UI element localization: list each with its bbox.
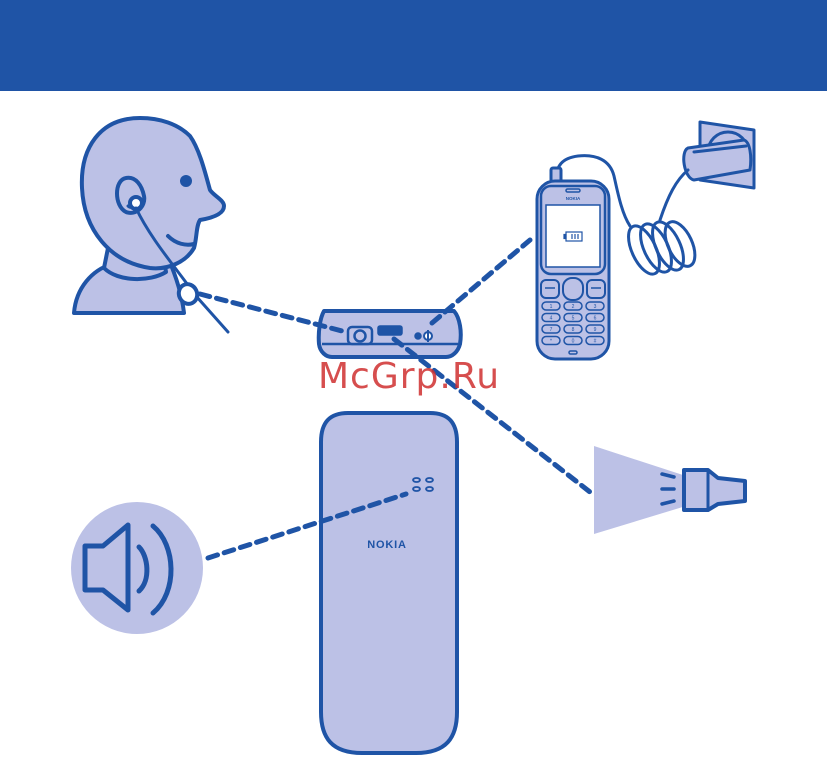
keypad-key-label: 2 (572, 304, 575, 310)
keypad-key-label: 8 (572, 327, 575, 333)
phone-screen (546, 205, 600, 267)
loudspeaker-icon (71, 502, 203, 634)
phone-front-brand: NOKIA (566, 196, 581, 201)
keypad-key-label: 4 (550, 315, 553, 321)
keypad-key-label: 0 (572, 338, 575, 344)
keypad-key-label: * (550, 338, 552, 344)
keypad-key-label: 9 (594, 327, 597, 333)
keypad-key-label: 7 (550, 327, 553, 333)
phone-back (321, 413, 457, 753)
headset-user-icon (74, 118, 228, 332)
charger-connector-line (432, 240, 530, 323)
watermark-text: McGrp.Ru (318, 356, 500, 397)
eye-dot (180, 175, 192, 187)
keypad-key-label: 3 (594, 304, 597, 310)
phone-front: 1 2 3 4 5 6 7 8 9 * 0 # (537, 181, 609, 359)
keypad-key-label: # (594, 338, 597, 344)
keypad-key-label: 1 (550, 304, 553, 310)
keypad-key-label: 6 (594, 315, 597, 321)
flashlight-icon (594, 446, 745, 534)
phone-back-brand: NOKIA (367, 539, 406, 551)
keypad-key-label: 5 (572, 315, 575, 321)
